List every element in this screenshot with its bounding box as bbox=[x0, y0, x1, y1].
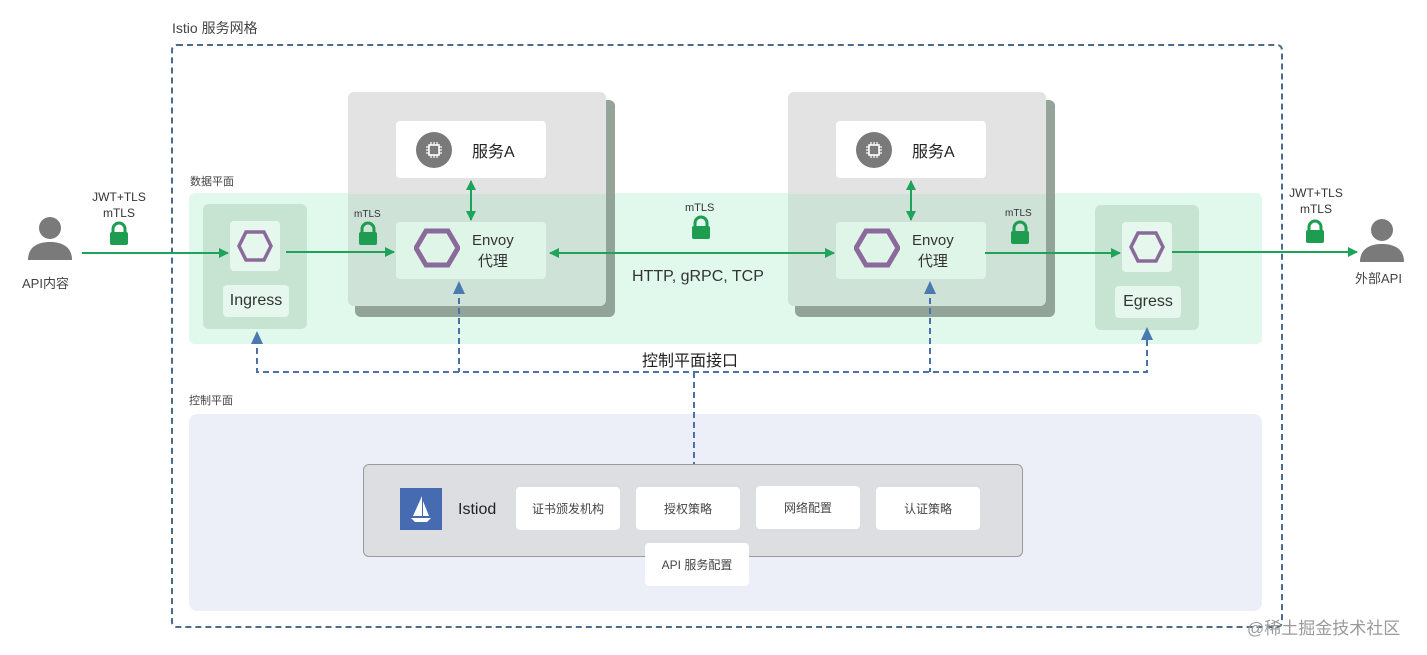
hexagon-icon bbox=[1122, 222, 1172, 272]
hexagon-icon bbox=[413, 228, 461, 273]
feature-api-service-config[interactable]: API 服务配置 bbox=[645, 543, 749, 586]
istiod-label: Istiod bbox=[458, 501, 497, 518]
envoy-proxy-box[interactable]: Envoy 代理 bbox=[836, 222, 986, 279]
link-label-line2: mTLS bbox=[102, 206, 135, 220]
envoy-label-line2: 代理 bbox=[917, 252, 948, 270]
link-label-line1: JWT+TLS bbox=[1289, 186, 1343, 200]
lock-icon bbox=[692, 215, 710, 239]
control-plane-label: 控制平面 bbox=[189, 395, 233, 407]
protocols-label: HTTP, gRPC, TCP bbox=[632, 268, 764, 285]
user-icon bbox=[27, 216, 73, 265]
feature-cert-authority[interactable]: 证书颁发机构 bbox=[516, 487, 620, 530]
link-label-line2: mTLS bbox=[1299, 202, 1332, 216]
egress-link-label: JWT+TLS mTLS bbox=[1287, 185, 1345, 217]
envoy-label: Envoy 代理 bbox=[472, 230, 514, 272]
mtls-label: mTLS bbox=[354, 209, 381, 220]
arrowhead-up bbox=[251, 331, 263, 344]
envoy-label: Envoy 代理 bbox=[912, 230, 954, 272]
hexagon-icon bbox=[853, 228, 901, 273]
lock-icon bbox=[1011, 220, 1029, 244]
egress-label: Egress bbox=[1115, 286, 1181, 318]
link-label-line1: JWT+TLS bbox=[92, 190, 146, 204]
chip-icon bbox=[856, 131, 892, 168]
service-label: 服务A bbox=[472, 143, 515, 161]
lock-icon bbox=[110, 221, 128, 245]
control-plane-interface-label: 控制平面接口 bbox=[642, 353, 739, 370]
service-box[interactable]: 服务A bbox=[396, 121, 546, 178]
istio-sail-icon bbox=[400, 488, 442, 530]
lock-icon bbox=[359, 221, 377, 245]
envoy-proxy-box[interactable]: Envoy 代理 bbox=[396, 222, 546, 279]
feature-authz-policy[interactable]: 授权策略 bbox=[636, 487, 740, 530]
watermark: @稀土掘金技术社区 bbox=[1247, 619, 1401, 638]
chip-icon bbox=[416, 131, 452, 168]
mesh-title: Istio 服务网格 bbox=[172, 20, 258, 36]
data-plane-label: 数据平面 bbox=[190, 176, 234, 188]
lock-icon bbox=[1306, 219, 1324, 243]
service-box[interactable]: 服务A bbox=[836, 121, 986, 178]
user-icon bbox=[1359, 218, 1405, 267]
feature-network-config[interactable]: 网络配置 bbox=[756, 486, 860, 529]
control-plane-interface-lines bbox=[256, 288, 1148, 464]
ingress-link-label: JWT+TLS mTLS bbox=[90, 189, 148, 221]
mesh-boundary bbox=[171, 44, 1283, 628]
mesh-mtls-label: mTLS bbox=[685, 202, 715, 214]
arrowhead-up bbox=[453, 281, 465, 294]
arrowhead-up bbox=[1141, 327, 1153, 340]
arrowhead-up bbox=[924, 281, 936, 294]
ingress-label: Ingress bbox=[223, 285, 289, 317]
client-label: API内容 bbox=[22, 276, 69, 291]
hexagon-icon bbox=[230, 221, 280, 271]
envoy-label-line1: Envoy bbox=[912, 231, 954, 249]
mtls-label: mTLS bbox=[1005, 208, 1032, 219]
envoy-label-line1: Envoy bbox=[472, 231, 514, 249]
external-api-label: 外部API bbox=[1355, 271, 1402, 286]
envoy-label-line2: 代理 bbox=[477, 252, 508, 270]
feature-authn-policy[interactable]: 认证策略 bbox=[876, 487, 980, 530]
service-label: 服务A bbox=[912, 143, 955, 161]
